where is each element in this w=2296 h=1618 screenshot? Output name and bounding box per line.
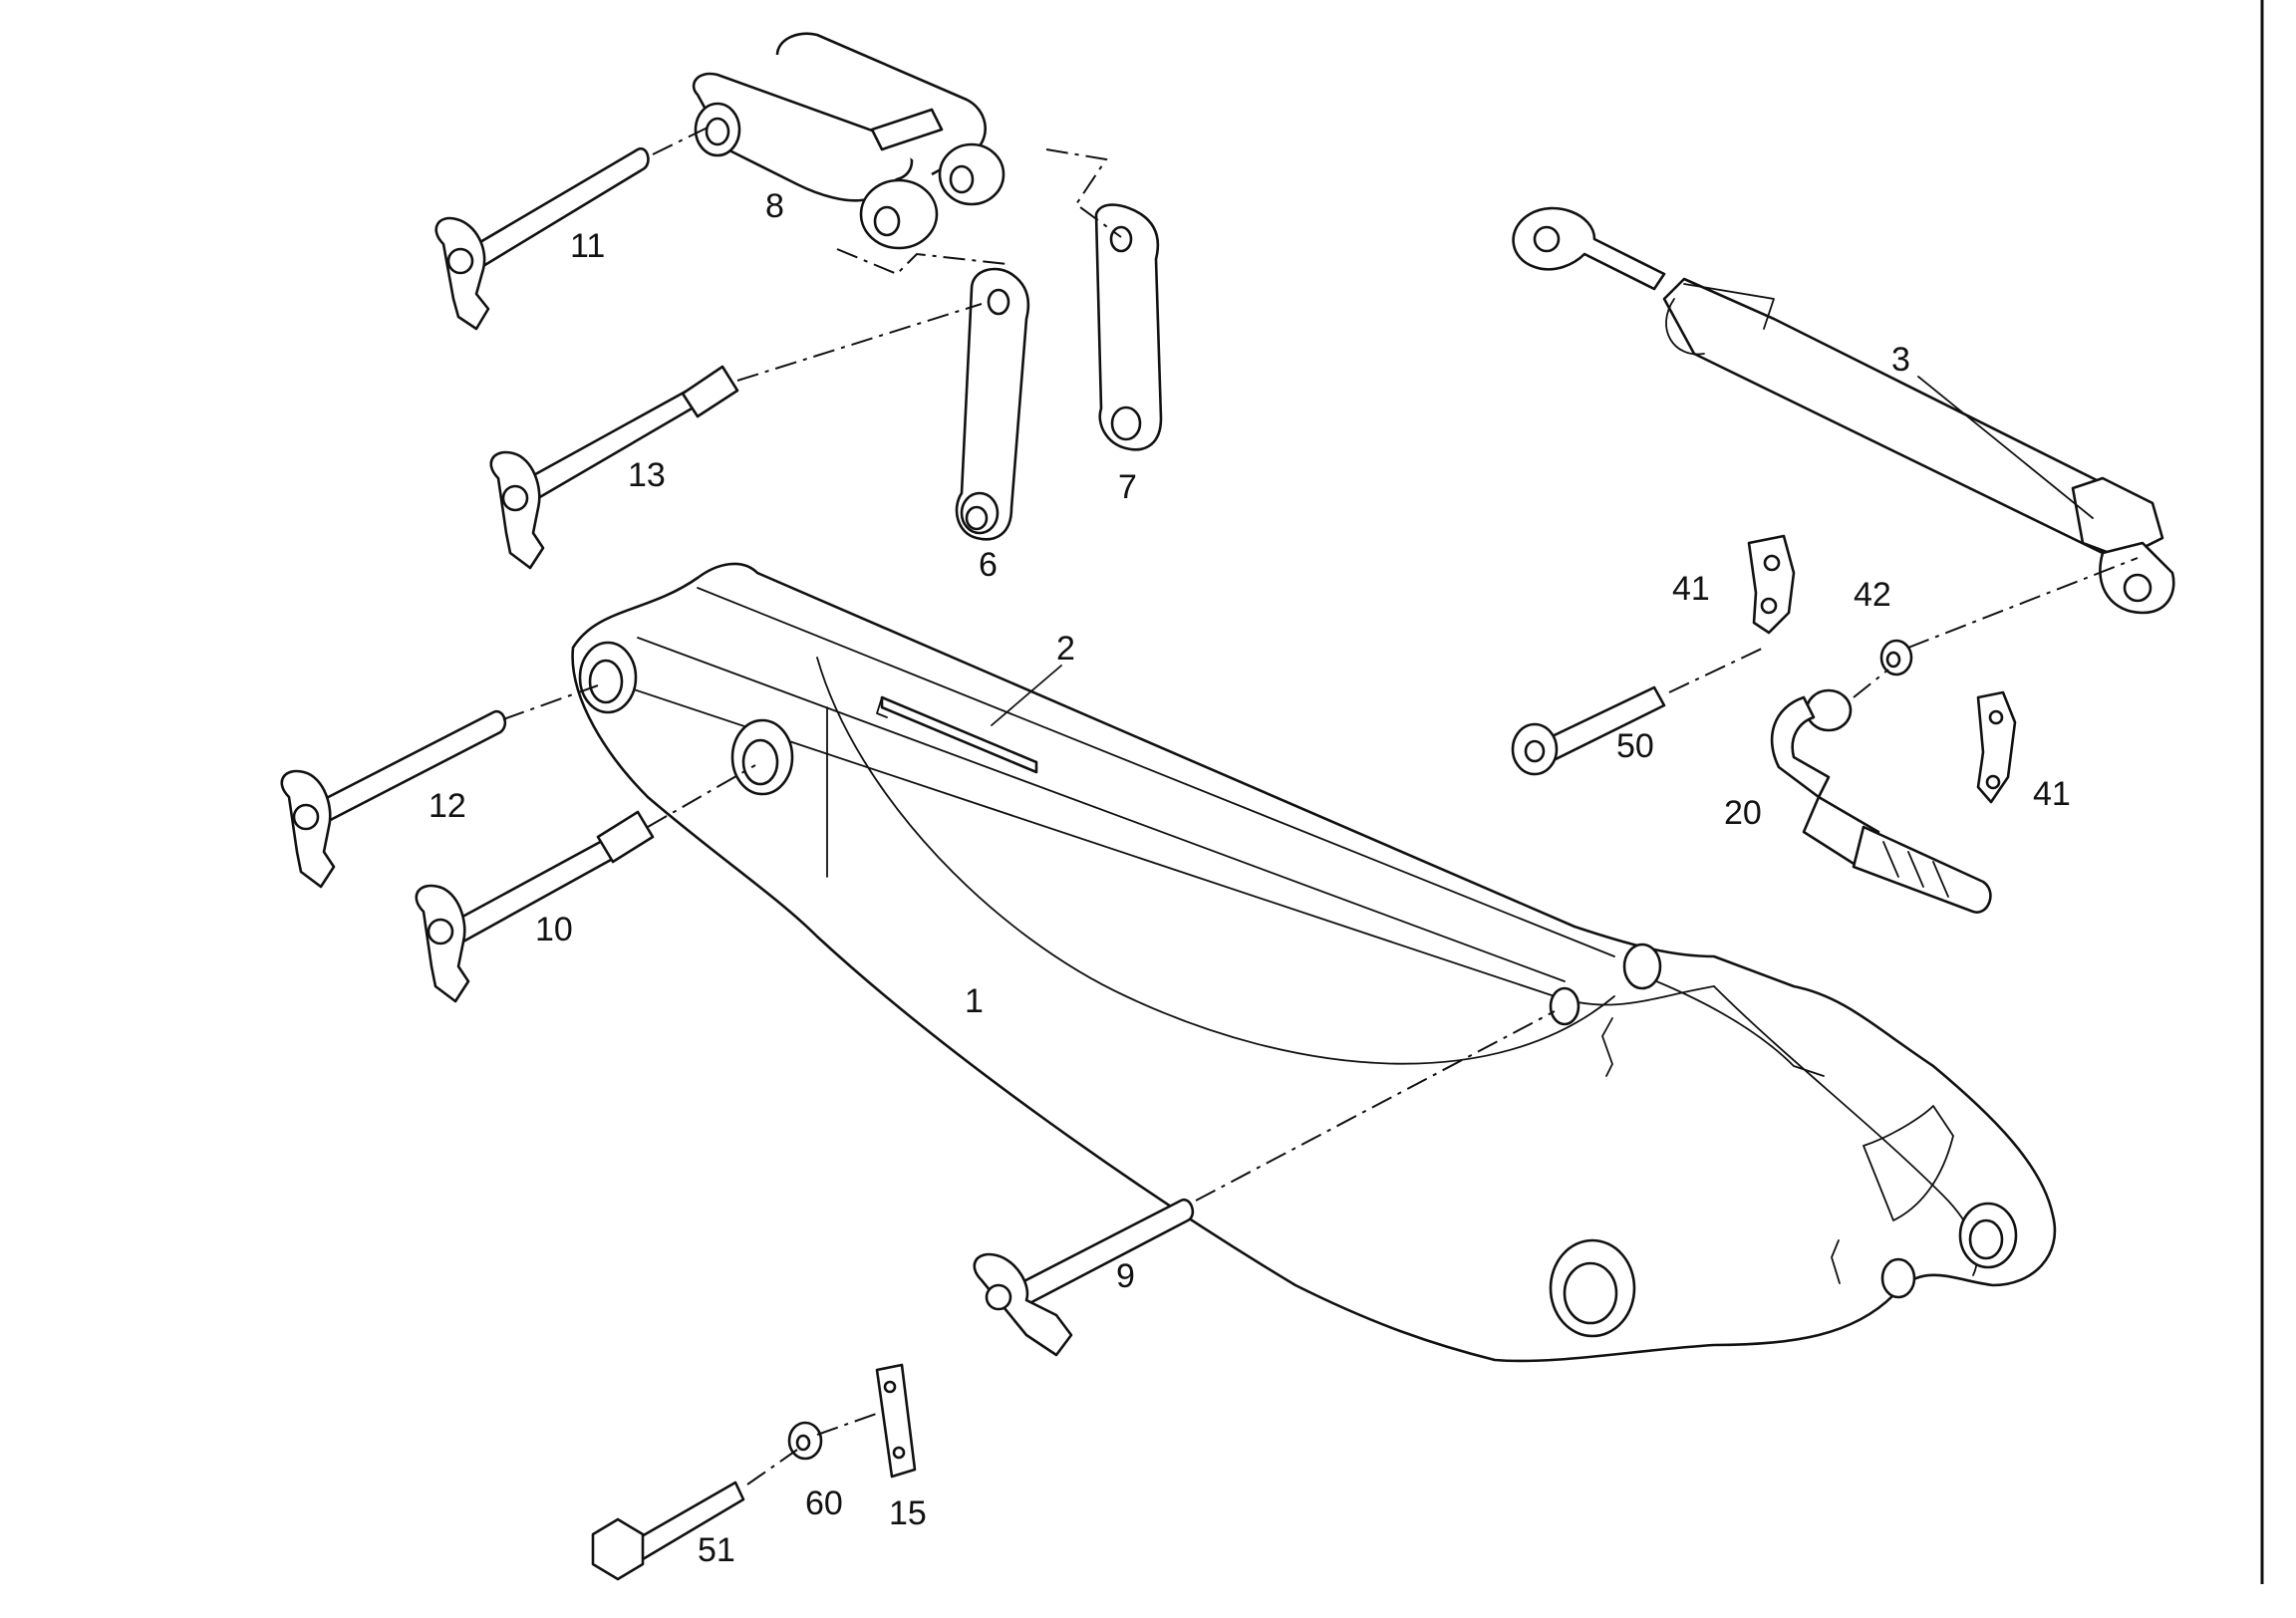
washer-42 [1879,639,1913,676]
pin-10 [415,810,655,1003]
label-part-60: 60 [805,1484,843,1522]
label-part-15: 15 [889,1494,927,1532]
pin-11 [434,146,650,331]
label-part-10: 10 [535,911,573,948]
hose-fitting-20 [1770,688,1992,914]
label-part-51: 51 [698,1531,735,1569]
pin-9 [973,1198,1195,1357]
leader-lines [991,376,2094,726]
label-part-8: 8 [765,187,784,225]
pin-12 [280,709,507,889]
label-part-7: 7 [1118,468,1137,506]
label-part-42: 42 [1854,576,1891,614]
plate-15 [875,1363,917,1479]
label-part-13: 13 [628,456,666,494]
label-part-50: 50 [1616,727,1654,765]
label-part-1: 1 [965,982,984,1020]
link-arm-7 [1094,203,1163,451]
label-part-11: 11 [570,227,605,265]
washer-60 [787,1421,823,1461]
label-part-3: 3 [1891,341,1910,379]
pin-13 [489,365,739,570]
label-part-9: 9 [1116,1257,1135,1295]
label-part-41-upper: 41 [1672,570,1710,608]
boom-arm [571,562,2057,1363]
label-part-41-lower: 41 [2033,775,2071,813]
hydraulic-cylinder [1512,206,2175,615]
bolt-51 [591,1481,745,1581]
clamp-41-upper [1747,534,1796,635]
grease-tube [876,695,1038,774]
clamp-41-lower [1976,690,2017,804]
label-part-20: 20 [1724,794,1762,832]
bolt-50 [1511,685,1666,776]
h-link-8 [692,32,1005,250]
label-part-6: 6 [979,546,998,584]
link-arm-6 [955,267,1030,541]
label-part-2: 2 [1056,630,1075,668]
label-part-12: 12 [429,787,466,825]
assembly-lines [502,127,2139,1485]
